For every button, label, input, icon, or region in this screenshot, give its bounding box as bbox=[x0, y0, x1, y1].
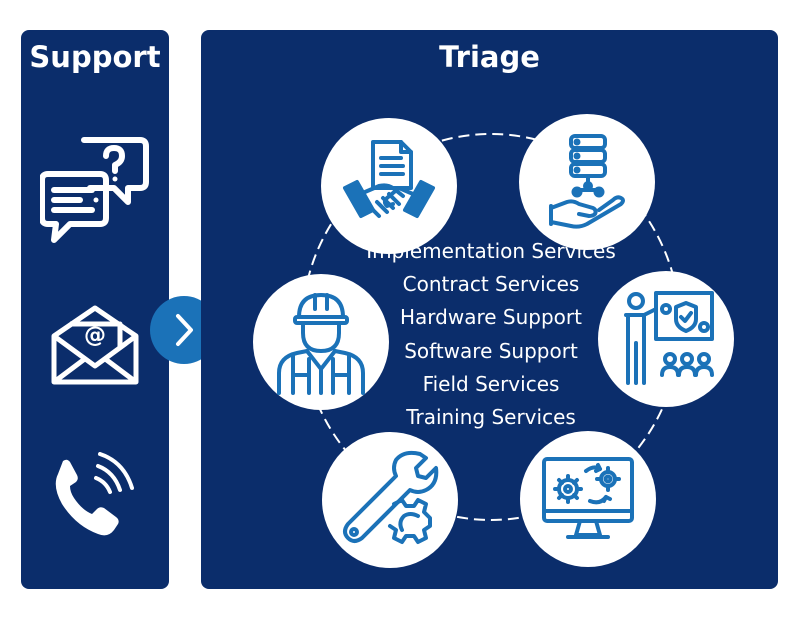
email-icon: @ bbox=[21, 302, 169, 388]
triage-panel: Triage bbox=[201, 30, 778, 589]
service-hardware: Hardware Support bbox=[400, 305, 582, 330]
svg-text:@: @ bbox=[84, 323, 106, 348]
chat-question-icon bbox=[21, 134, 169, 246]
service-field: Field Services bbox=[422, 371, 560, 396]
trainer-presentation-icon bbox=[598, 271, 734, 407]
service-contract: Contract Services bbox=[402, 272, 580, 297]
wrench-gear-icon bbox=[322, 432, 458, 568]
support-panel: Support @ bbox=[21, 30, 169, 589]
services-list: Implementation Services Contract Service… bbox=[326, 235, 656, 434]
triage-title: Triage bbox=[439, 40, 540, 74]
database-hand-icon bbox=[519, 114, 655, 250]
handshake-contract-icon bbox=[321, 118, 457, 254]
service-training: Training Services bbox=[406, 405, 576, 430]
service-software: Software Support bbox=[404, 338, 578, 363]
software-gears-monitor-icon bbox=[520, 431, 656, 567]
phone-icon bbox=[21, 452, 169, 538]
support-title: Support bbox=[29, 40, 161, 74]
service-implementation: Implementation Services bbox=[366, 239, 616, 263]
field-worker-icon bbox=[253, 274, 389, 410]
